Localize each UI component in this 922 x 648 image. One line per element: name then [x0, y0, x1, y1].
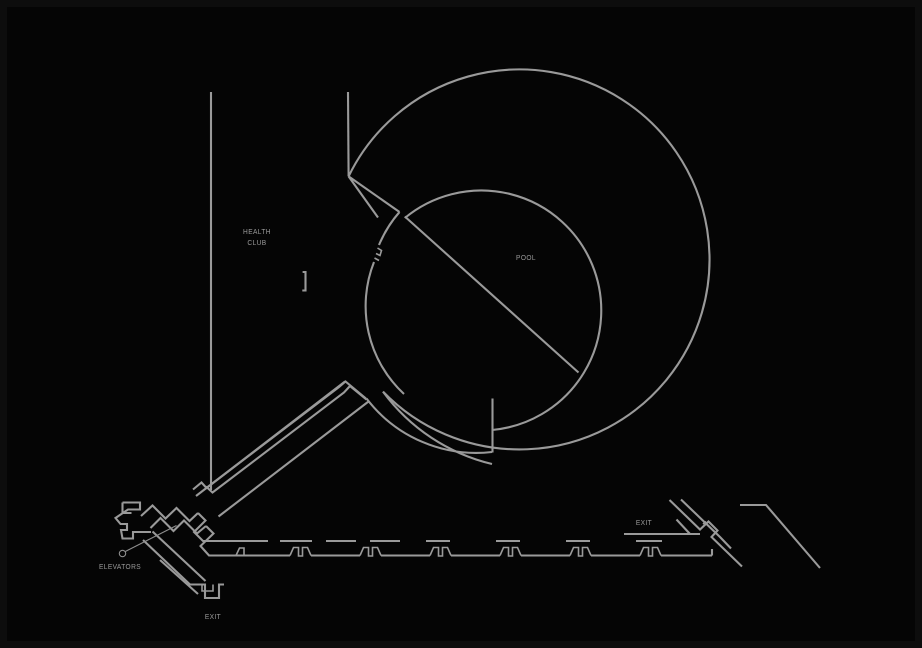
elevators-leader-line [118, 525, 177, 558]
diagonal-corridor [192, 380, 370, 518]
health-club-label-line2: CLUB [247, 238, 267, 247]
annotation-label-exit-lower-left: EXIT [204, 612, 222, 621]
main-corridor-top-wall [192, 512, 700, 543]
main-corridor-bottom-wall [199, 525, 714, 557]
elevator-core [113, 501, 224, 600]
pool-diagonal-divider [404, 215, 580, 374]
room-label-pool: POOL [516, 253, 536, 262]
annotation-label-exit-corridor-right: EXIT [635, 518, 653, 527]
right-diagonal-stair [668, 498, 743, 568]
health-club-outer-wall [302, 68, 711, 466]
health-club-label-line1: HEALTH [243, 227, 271, 236]
health-club-radial-partition [347, 175, 401, 219]
pool-enclosure-wall [364, 189, 603, 454]
room-label-health-club: HEALTH CLUB [226, 226, 288, 248]
health-club-north-partition [346, 91, 350, 177]
annotation-label-elevators: ELEVATORS [98, 562, 142, 571]
far-right-angled-wall [740, 503, 821, 569]
